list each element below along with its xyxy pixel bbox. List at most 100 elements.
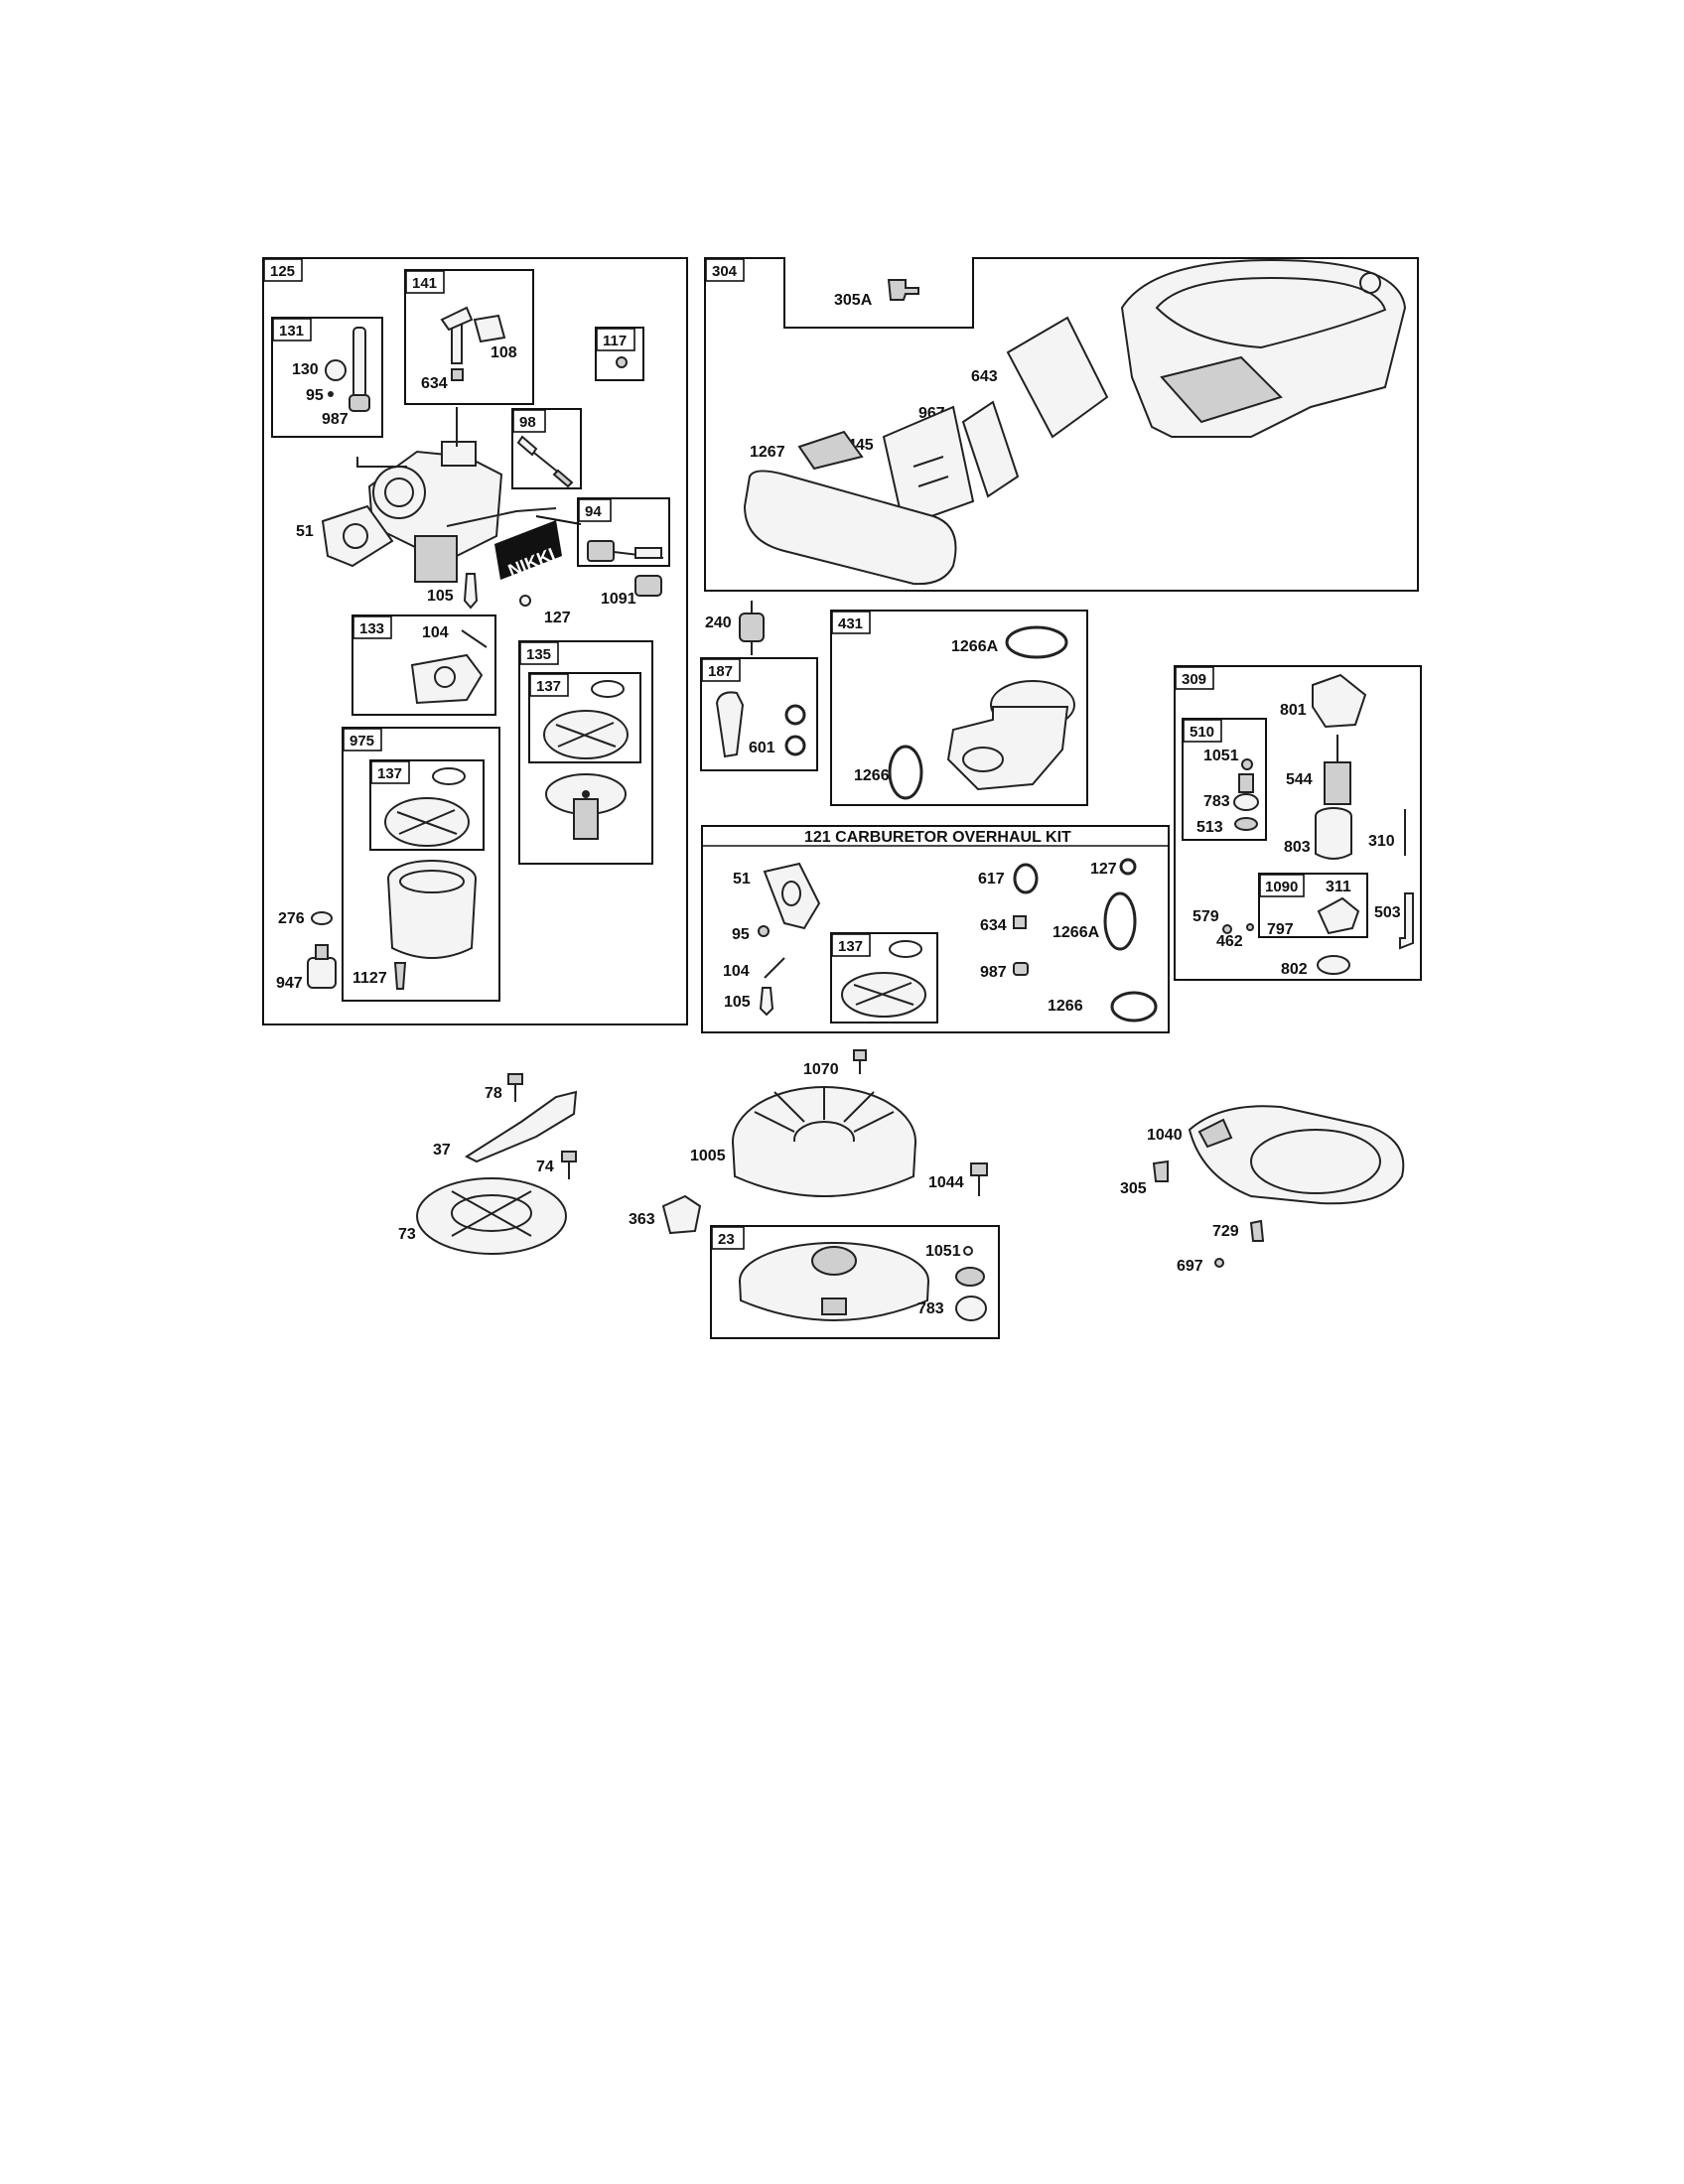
part-label-634: 634 [421,375,448,392]
diaphragm-plate-part [545,773,627,840]
plate-802-part [1317,955,1350,975]
float-133-part [410,629,488,705]
guard-37-part [464,1090,578,1163]
part-label-310: 310 [1368,833,1395,850]
part-label-1070: 1070 [803,1061,839,1078]
kit-part-label-1266A: 1266A [1052,924,1100,941]
starter-gear-510-part [1233,773,1259,811]
part-label-305A: 305A [834,292,873,309]
group-tag-141: 141 [412,275,437,292]
part-label-1091: 1091 [601,591,636,608]
filter-643-part [1006,316,1109,439]
kit-gasket-set-137c-part [841,940,926,1018]
clamp-601b-part [784,735,806,756]
part-label-1051: 1051 [1203,748,1239,764]
kit-screw-95-part [758,925,770,937]
group-tag-975: 975 [350,733,374,750]
idle-screw-98-part [516,435,574,488]
oring-1266A-part [1005,625,1068,659]
part-label-78: 78 [485,1085,502,1102]
part-label-783: 783 [1203,793,1230,810]
needle-105-part [463,573,479,610]
carburetor-body-part [356,407,557,583]
filter-445-part [882,405,975,528]
screen-73-part [416,1177,567,1255]
bracket-503-part [1399,892,1414,950]
group-tag-117: 117 [603,333,627,349]
part-label-105: 105 [427,588,454,605]
seal-127-part [519,595,531,607]
cover-968-part [743,470,957,586]
part-label-1127: 1127 [352,970,387,987]
group-tag-137c: 137 [838,938,863,955]
knob-1267-part [797,430,864,471]
group-94-box [577,497,670,567]
prefilter-967-part [961,400,1020,498]
kit-pin-104-part [764,957,785,979]
screw-697-part [1214,1258,1224,1268]
part-label-601: 601 [749,740,775,756]
part-label-276: 276 [278,910,305,927]
group-tag-304: 304 [712,263,738,280]
washer-276-part [311,911,333,925]
group-tag-137a: 137 [536,678,561,695]
part-label-947: 947 [276,975,303,992]
group-135-box [518,640,653,865]
kit-part-label-617: 617 [978,871,1005,887]
screw-78-part [507,1073,523,1102]
kit-part-label-987: 987 [980,964,1007,981]
fuel-line-187-part [715,691,745,758]
kit-oring-1266A-part [1103,891,1137,951]
part-label-544: 544 [1286,771,1313,788]
group-431-box [830,610,1088,806]
part-label-73: 73 [398,1226,416,1243]
part-label-1005: 1005 [690,1148,726,1164]
group-tag-137b: 137 [377,765,402,782]
kit-part-label-634: 634 [980,917,1007,934]
part-label-130: 130 [292,361,319,378]
screw-74-part [561,1151,577,1179]
part-label-643: 643 [971,368,998,385]
part-label-95: 95 [306,387,324,404]
group-tag-131: 131 [279,323,304,340]
kit-oring-617-part [1013,863,1039,894]
group-187-box [700,657,818,771]
gear-1051-part [955,1267,985,1287]
gear-783-part [955,1296,987,1321]
group-tag-1090: 1090 [1265,879,1298,895]
group-tag-125: 125 [270,263,295,280]
kit-part-label-127: 127 [1090,861,1117,878]
group-137a-box [528,672,641,763]
kit-seal-127-part [1119,858,1137,876]
elbow-431-part [946,680,1075,791]
part-label-305: 305 [1120,1180,1147,1197]
group-tag-23: 23 [718,1231,735,1248]
cover-1040-part [1188,1105,1405,1205]
bolt-1127-part [393,962,407,990]
group-125-box [262,257,688,1025]
choke-shaft-part [325,327,370,412]
bracket-363-part [661,1194,702,1235]
part-label-363: 363 [629,1211,655,1228]
group-117-box [595,327,644,381]
kit-oring-1266-part [1110,991,1158,1023]
bolt-1044-part [970,1162,988,1196]
solenoid-1091-part [634,575,662,597]
screw-1070-part [853,1049,867,1074]
part-label-987: 987 [322,411,349,428]
part-label-108: 108 [491,344,517,361]
group-137b-box [369,759,485,851]
group-975-box [342,727,500,1002]
group-133-box [351,614,496,716]
kit-part-label-1266: 1266 [1048,998,1083,1015]
part-label-51: 51 [296,523,314,540]
kit-part-label-104: 104 [723,963,750,980]
part-label-803: 803 [1284,839,1311,856]
part-label-697: 697 [1177,1258,1203,1275]
kit-part-label-105: 105 [724,994,751,1011]
group-tag-431: 431 [838,615,863,632]
group-tag-94: 94 [585,503,602,520]
group-137c-box [830,932,938,1024]
flywheel-1005-part [732,1086,916,1197]
